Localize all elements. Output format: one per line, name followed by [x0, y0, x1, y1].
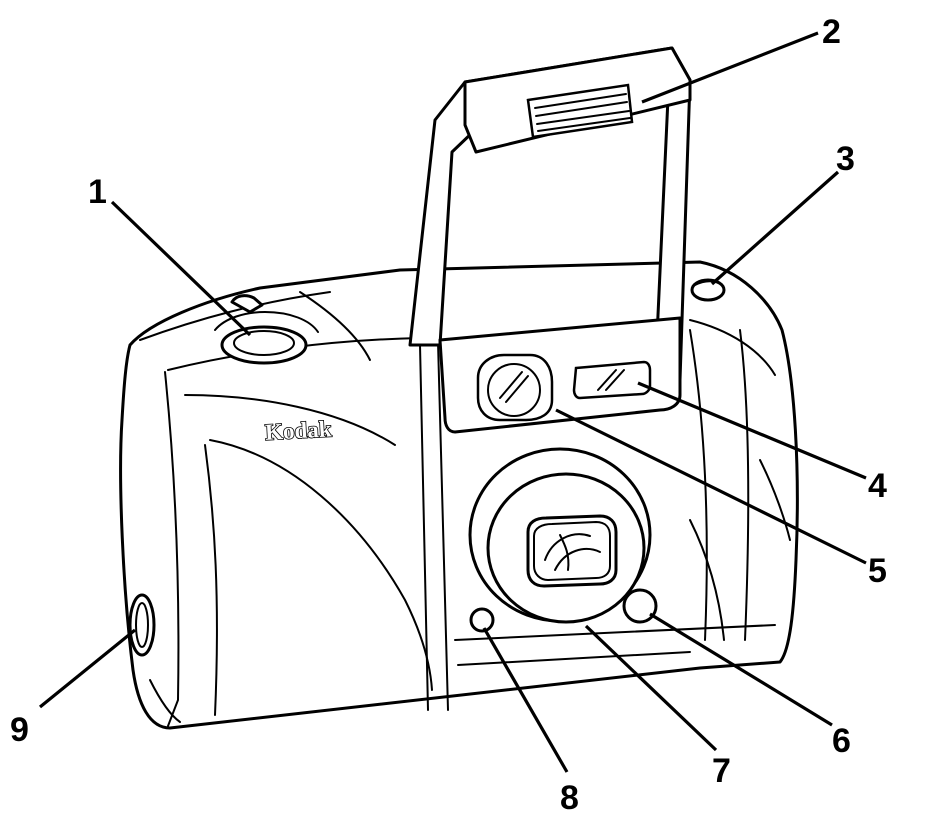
front-light [622, 588, 658, 624]
leader-line-8 [482, 627, 569, 773]
leader-line-5 [555, 408, 867, 565]
front-sensor [469, 607, 495, 633]
leader-lines [38, 31, 867, 773]
viewfinder-window [476, 353, 554, 422]
shutter-button [214, 294, 319, 365]
callout-9: 9 [10, 711, 29, 749]
leader-line-6 [649, 612, 833, 727]
leader-line-1 [110, 200, 252, 337]
callout-6: 6 [832, 722, 851, 760]
side-strap-post [128, 593, 156, 657]
lens-assembly [468, 447, 652, 624]
callout-1: 1 [88, 173, 107, 211]
light-sensor-window [572, 360, 652, 400]
callout-5: 5 [868, 552, 887, 590]
leader-line-9 [38, 628, 137, 709]
leader-line-2 [641, 31, 819, 104]
top-side-button [690, 278, 726, 302]
callout-7: 7 [712, 752, 731, 790]
window-panel [438, 316, 682, 434]
callout-8: 8 [560, 779, 579, 817]
callout-3: 3 [836, 140, 855, 178]
leader-line-3 [710, 170, 840, 286]
callout-4: 4 [868, 467, 887, 505]
camera-body [119, 260, 799, 730]
leader-line-4 [637, 381, 867, 480]
leader-line-7 [584, 624, 718, 752]
callout-2: 2 [822, 13, 841, 51]
callout-numbers: 1 2 3 4 5 6 7 8 9 [10, 13, 887, 817]
brand-logo: Kodak [264, 416, 332, 444]
